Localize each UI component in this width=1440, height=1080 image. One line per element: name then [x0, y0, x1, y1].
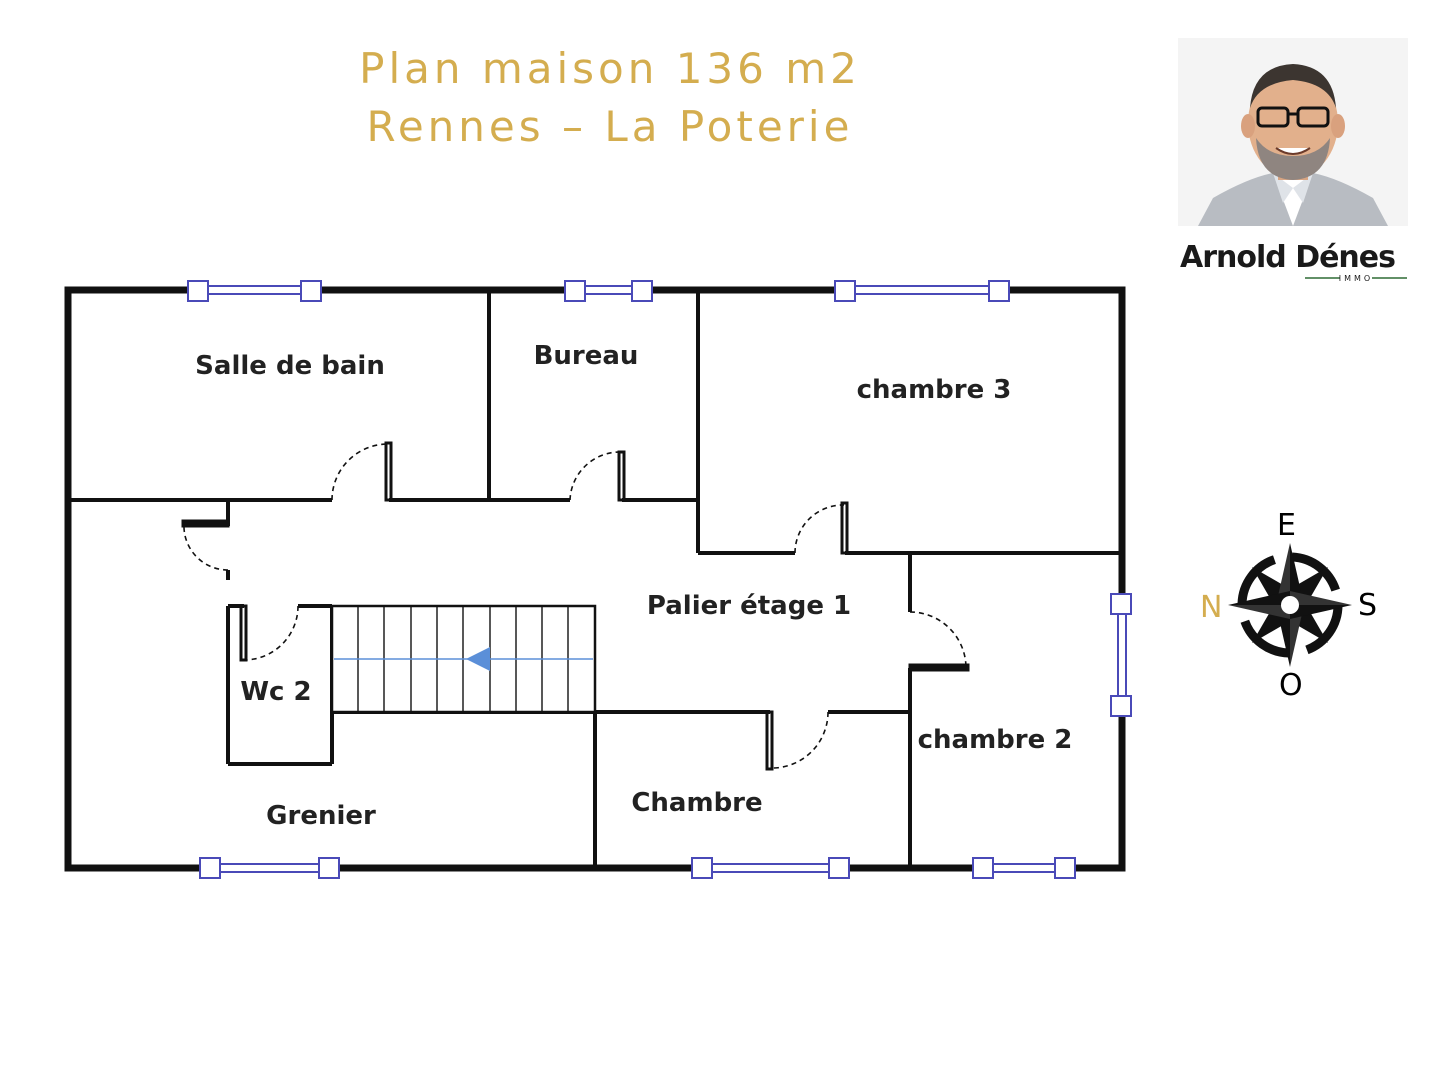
door-leaves	[181, 441, 970, 771]
agent-photo	[1178, 38, 1408, 226]
window	[187, 280, 322, 302]
compass-label-right: S	[1358, 588, 1378, 623]
brand-name-second: Dénes	[1295, 240, 1395, 275]
compass-rose: E N S O	[1190, 505, 1410, 715]
stair-direction-icon	[466, 647, 490, 671]
room-label-chambre: Chambre	[631, 788, 762, 818]
room-label-wc-2: Wc 2	[240, 677, 311, 707]
window	[834, 280, 1010, 302]
windows	[187, 280, 1132, 879]
window	[972, 857, 1076, 879]
window	[691, 857, 850, 879]
plan-subtitle: Rennes – La Poterie	[366, 102, 854, 151]
room-label-grenier: Grenier	[266, 801, 376, 831]
door-swings	[183, 443, 967, 769]
room-label-bureau: Bureau	[534, 341, 639, 371]
compass-icon	[1228, 543, 1352, 667]
window	[199, 857, 340, 879]
compass-label-top: E	[1277, 508, 1296, 543]
window	[1110, 593, 1132, 717]
plan-title: Plan maison 136 m2	[359, 44, 861, 93]
room-label-palier: Palier étage 1	[647, 591, 851, 621]
compass-label-bottom: O	[1279, 668, 1303, 703]
brand-name-first: Arnold	[1180, 240, 1295, 275]
room-label-salle-de-bain: Salle de bain	[195, 351, 385, 381]
window	[564, 280, 653, 302]
svg-text:Arnold Dénes: Arnold Dénes	[1180, 240, 1395, 275]
brand-logo: Arnold Dénes IMMO	[1150, 234, 1440, 284]
compass-label-left: N	[1200, 590, 1223, 625]
staircase	[330, 604, 597, 714]
brand-tagline: IMMO	[1339, 274, 1373, 283]
room-label-chambre-2: chambre 2	[918, 725, 1073, 755]
room-label-chambre-3: chambre 3	[857, 375, 1012, 405]
